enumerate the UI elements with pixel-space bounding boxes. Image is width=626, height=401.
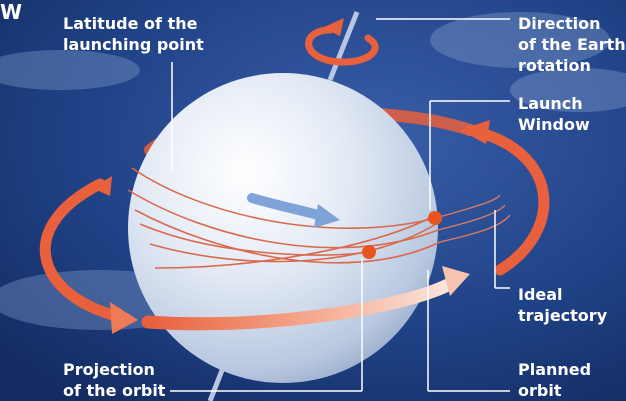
leader-lines [170,18,510,392]
planned-orbit-lines [435,194,511,243]
label-projection-line-2: of the orbit [63,381,166,400]
label-ideal-trajectory-line-2: trajectory [518,306,608,325]
label-launch-window-line-2: Window [518,115,590,134]
rotation-arrow-top [305,18,379,66]
label-launch-window: Launch Window [518,93,590,135]
label-direction-line-3: rotation [518,56,591,75]
label-launch-window-line-1: Launch [518,94,583,113]
earth-axis-top [327,11,360,81]
label-planned-orbit-line-2: orbit [518,381,562,400]
label-direction-line-1: Direction [518,14,601,33]
launch-point-marker [362,245,376,259]
label-direction-line-2: of the Earth's [518,35,626,54]
label-latitude-line-1: Latitude of the [63,14,198,33]
label-projection-line-1: Projection [63,360,155,379]
label-ideal-trajectory-line-1: Ideal [518,285,563,304]
launch-window-marker [428,211,442,225]
label-direction: Direction of the Earth's rotation [518,13,626,76]
label-latitude-line-2: launching point [63,35,204,54]
label-planned-orbit: Planned orbit [518,359,591,401]
rotation-arrow-globe [247,193,340,228]
label-ideal-trajectory: Ideal trajectory [518,284,607,326]
corner-mark: W [0,0,23,24]
label-planned-orbit-line-1: Planned [518,360,592,379]
label-projection: Projection of the orbit [63,359,165,401]
latitude-lines [127,167,441,269]
label-latitude: Latitude of the launching point [63,13,204,55]
clouds [0,12,626,330]
